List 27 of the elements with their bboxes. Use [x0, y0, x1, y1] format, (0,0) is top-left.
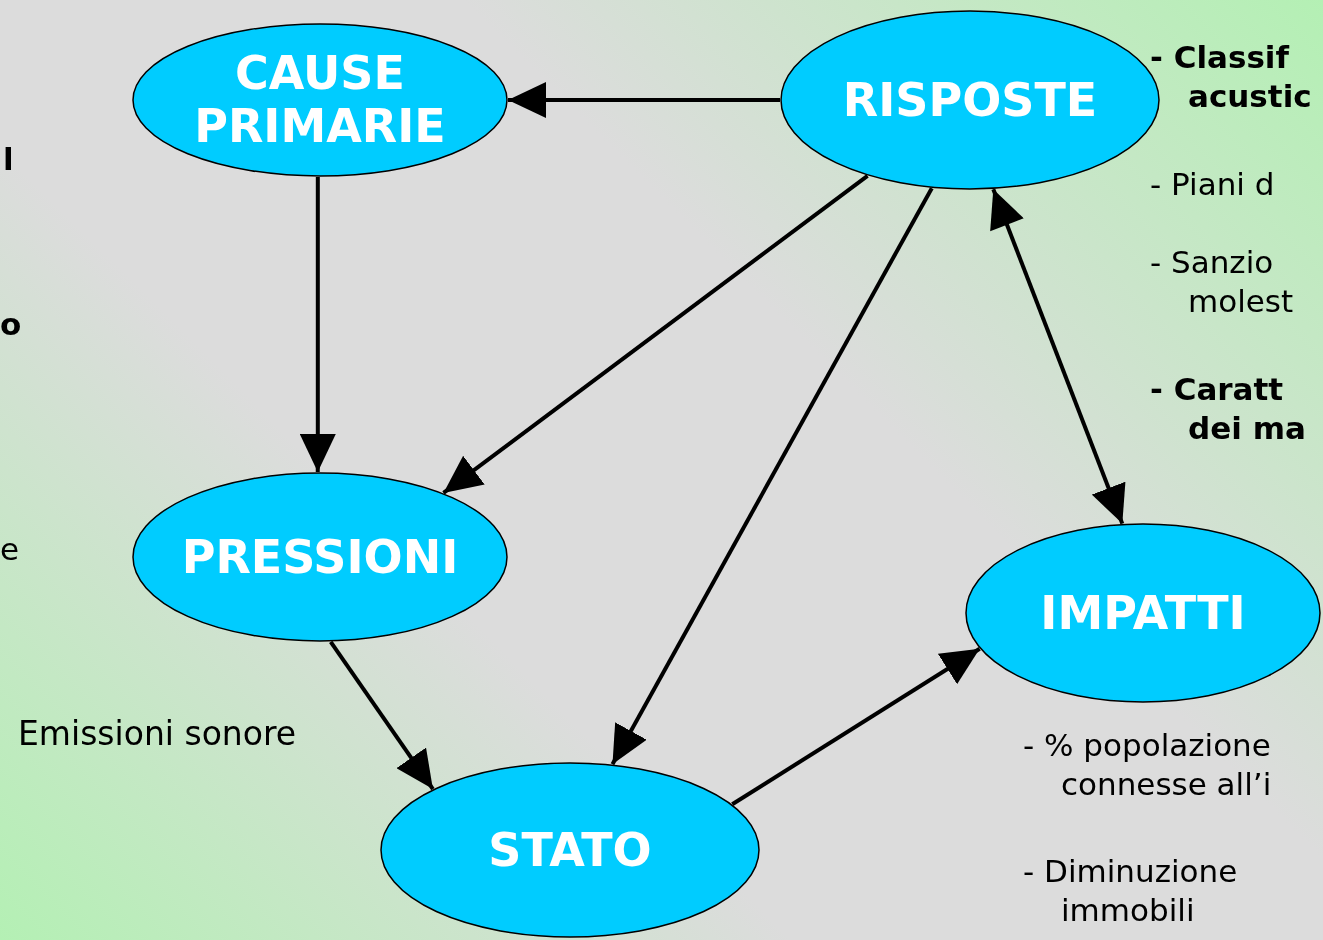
- arrow: [610, 187, 934, 766]
- arrow: [731, 647, 981, 806]
- ellipse-node: [380, 762, 760, 938]
- arrow: [442, 174, 869, 495]
- bullet-item: - Sanzio molest: [1150, 243, 1295, 321]
- bullet-item: - Caratt dei ma: [1150, 370, 1307, 448]
- ellipse-node: [132, 23, 508, 177]
- bullet-item: - % popolazione connesse all’i: [1023, 726, 1273, 804]
- node-label: RISPOSTE: [841, 73, 1099, 127]
- text-fragment: l: [3, 140, 15, 179]
- node-label: STATO: [487, 823, 653, 877]
- ellipse-node: [780, 10, 1160, 190]
- ellipse-node: [965, 523, 1321, 703]
- text-fragment: o: [0, 305, 23, 344]
- ellipse-node: [132, 472, 508, 642]
- node-label: IMPATTI: [1039, 586, 1247, 640]
- edge-label: Emissioni sonore: [18, 714, 297, 753]
- arrow: [329, 640, 435, 791]
- arrow: [508, 82, 780, 118]
- text-fragment: e: [0, 530, 21, 569]
- bullet-item: - Diminuzione immobili: [1023, 852, 1239, 930]
- node-label: PRESSIONI: [180, 530, 460, 584]
- bullet-item: - Piani d: [1150, 165, 1276, 204]
- arrow: [299, 177, 336, 472]
- bullet-item: - Classif acustic: [1150, 38, 1313, 116]
- node-label: CAUSE PRIMARIE: [193, 47, 447, 153]
- arrow: [990, 188, 1126, 525]
